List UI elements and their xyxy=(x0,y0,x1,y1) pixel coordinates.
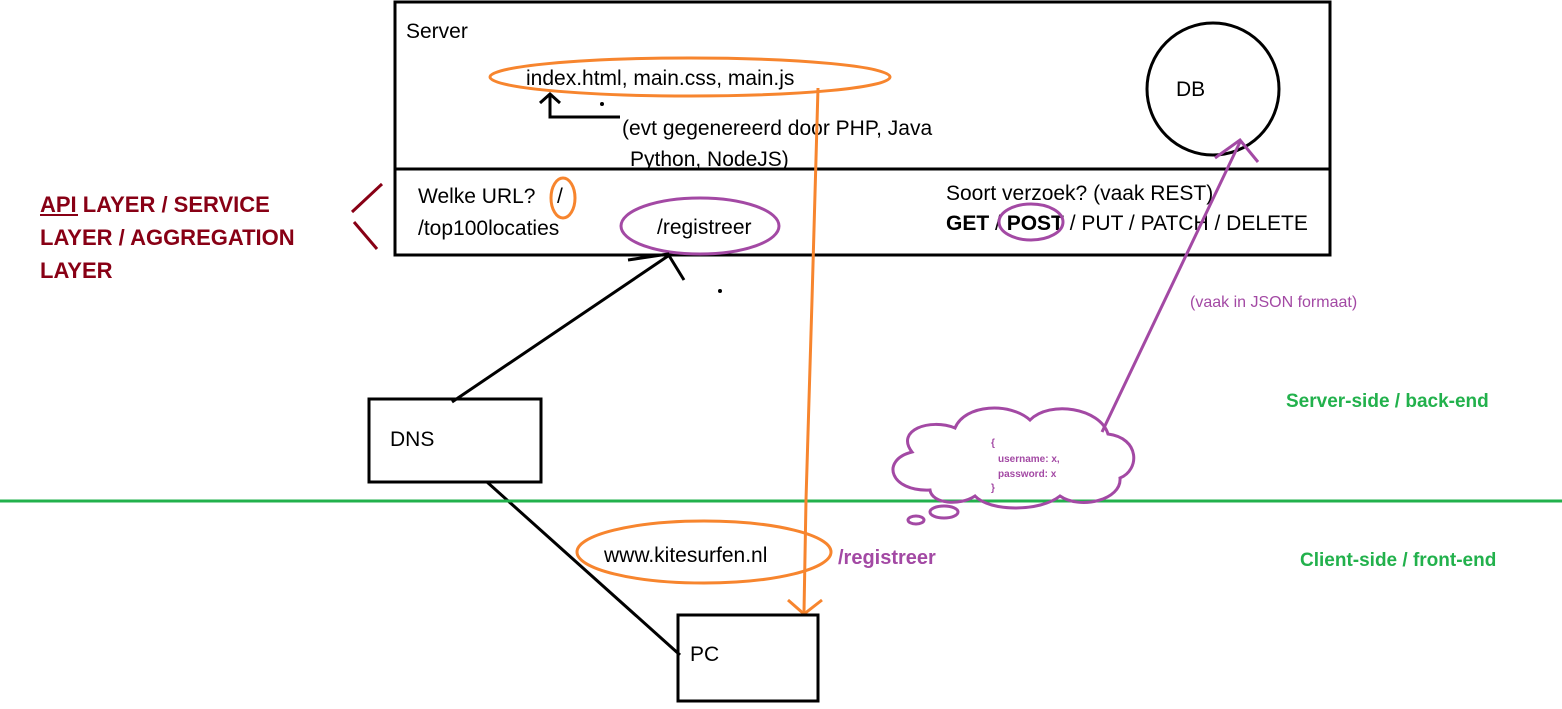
method-patch: PATCH xyxy=(1141,212,1209,235)
server-title: Server xyxy=(406,20,468,43)
url-register-ellipse xyxy=(619,196,781,256)
method-delete: DELETE xyxy=(1226,212,1308,235)
files-ellipse xyxy=(488,56,892,98)
client-url-ellipse xyxy=(575,519,833,585)
url-question: Welke URL? xyxy=(418,185,536,208)
client-side-label: Client-side / front-end xyxy=(1300,550,1496,571)
cloud-bubble-2 xyxy=(906,514,926,526)
request-to-db-arrow xyxy=(1100,141,1242,433)
api-label-line-3: LAYER xyxy=(40,258,113,283)
dot-mark xyxy=(600,102,604,106)
dns-label: DNS xyxy=(390,428,434,451)
api-label-line-2: LAYER / AGGREGATION xyxy=(40,225,295,250)
payload-username: username: x, xyxy=(998,454,1060,465)
dns-to-api-arrow xyxy=(451,254,669,404)
payload-open: { xyxy=(991,438,995,449)
payload-text: { username: x, password: x } xyxy=(991,438,1062,494)
method-get: GET xyxy=(946,212,989,235)
method-sep-4: / xyxy=(1214,212,1220,235)
db-label: DB xyxy=(1176,78,1205,101)
post-ellipse xyxy=(997,202,1065,242)
files-to-pc-arrow xyxy=(802,87,820,613)
api-label: API LAYER / SERVICE LAYER / AGGREGATION … xyxy=(40,192,301,283)
pc-label: PC xyxy=(690,643,719,666)
server-side-label: Server-side / back-end xyxy=(1286,391,1489,412)
db-circle xyxy=(1145,21,1281,157)
method-sep-3: / xyxy=(1129,212,1135,235)
url-top100: /top100locaties xyxy=(418,217,559,240)
generated-arrow xyxy=(538,91,620,119)
method-put: PUT xyxy=(1081,212,1123,235)
generated-note-2: Python, NodeJS) xyxy=(630,148,789,171)
server-files: index.html, main.css, main.js xyxy=(526,67,794,90)
payload-cloud xyxy=(891,406,1136,510)
payload-close: } xyxy=(991,483,995,494)
request-question: Soort verzoek? (vaak REST) xyxy=(946,182,1213,205)
api-label-line-1: API LAYER / SERVICE xyxy=(40,192,270,217)
dns-arrow-head xyxy=(627,252,686,281)
dot-mark-2 xyxy=(718,289,722,293)
dns-to-pc-line xyxy=(485,480,682,657)
client-url: www.kitesurfen.nl xyxy=(603,544,767,567)
pc-box xyxy=(676,613,820,703)
api-layer-box xyxy=(393,167,1332,257)
url-root-ellipse xyxy=(549,176,577,220)
client-path: /registreer xyxy=(838,547,936,569)
cloud-bubble-1 xyxy=(928,504,960,520)
api-brace xyxy=(350,182,384,250)
payload-password: password: x xyxy=(998,469,1057,480)
method-sep-2: / xyxy=(1070,212,1076,235)
url-root: / xyxy=(557,185,563,208)
url-register: /registreer xyxy=(657,216,752,239)
request-arrow-head xyxy=(1214,137,1260,163)
method-post: POST xyxy=(1007,212,1064,235)
generated-note-1: (evt gegenereerd door PHP, Java xyxy=(622,117,932,140)
request-methods: GET / POST / PUT / PATCH / DELETE xyxy=(946,212,1308,235)
json-note: (vaak in JSON formaat) xyxy=(1190,294,1357,311)
